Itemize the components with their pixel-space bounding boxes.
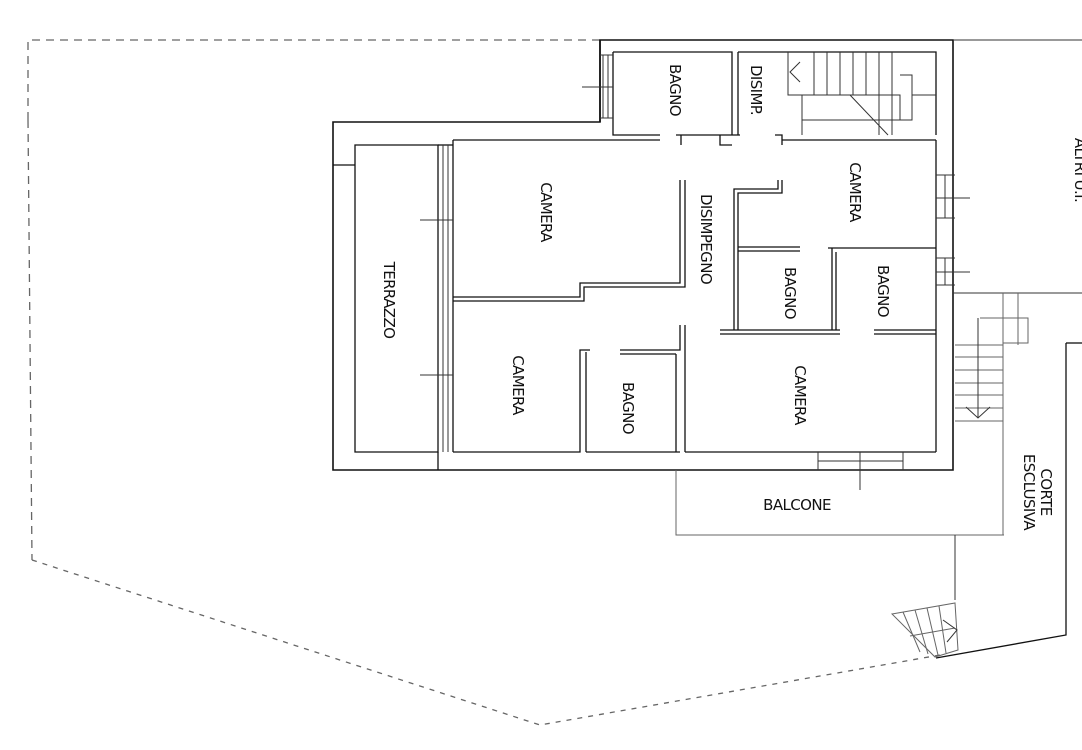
room-label-camera-sw: CAMERA xyxy=(509,355,527,416)
camera-nw-walls xyxy=(453,139,686,302)
external-staircase xyxy=(955,293,1029,535)
south-rooms-walls xyxy=(453,325,936,490)
corte-esclusiva-outline xyxy=(935,342,1082,659)
internal-staircase xyxy=(787,52,936,136)
east-cluster-walls xyxy=(720,140,970,452)
corte-label-line2: ESCLUSIVA xyxy=(1020,454,1038,532)
room-label-disimp: DISIMP. xyxy=(747,65,765,115)
room-label-terrazzo: TERRAZZO xyxy=(380,261,398,339)
property-boundary xyxy=(27,39,941,726)
altri-ui-label-partial: ALTRI U.I. xyxy=(1071,138,1082,202)
room-label-bagno-mid-left: BAGNO xyxy=(781,267,799,319)
terrazzo-outline xyxy=(333,140,454,470)
room-label-bagno-mid-right: BAGNO xyxy=(874,265,892,317)
entry-steps xyxy=(890,602,959,658)
room-label-camera-nw: CAMERA xyxy=(537,182,555,243)
room-label-camera-se: CAMERA xyxy=(791,365,809,426)
room-label-disimpegno: DISIMPEGNO xyxy=(697,194,715,284)
top-block xyxy=(582,51,937,146)
outer-walls xyxy=(332,39,1082,471)
balcone-outline xyxy=(675,470,1004,536)
room-label-camera-ne: CAMERA xyxy=(846,162,864,223)
corte-label-line1: CORTE xyxy=(1037,468,1055,515)
room-label-balcone: BALCONE xyxy=(763,496,831,514)
room-label-bagno-top: BAGNO xyxy=(666,64,684,116)
room-label-bagno-south: BAGNO xyxy=(619,382,637,434)
